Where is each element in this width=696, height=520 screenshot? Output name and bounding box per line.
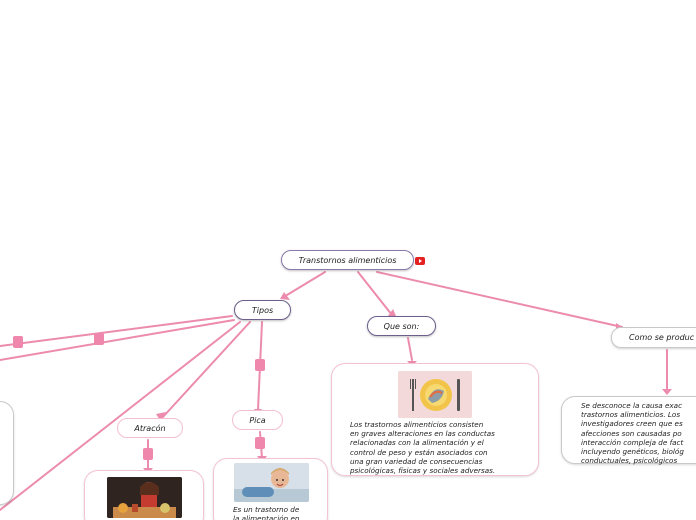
como-se-produce-node[interactable]: Como se produc xyxy=(611,327,696,348)
connector-handle[interactable] xyxy=(255,437,265,449)
tipos-node[interactable]: Tipos xyxy=(234,300,291,320)
connector-root-que-son xyxy=(357,271,393,316)
pica-text: Es un trastorno de la alimentación en xyxy=(233,505,300,520)
root-node-label: Transtornos alimenticios xyxy=(298,255,397,265)
connector-que-son-card xyxy=(407,337,413,361)
plate-with-fork-and-knife-icon xyxy=(398,371,472,418)
que-son-node[interactable]: Que son: xyxy=(367,316,436,336)
youtube-icon[interactable] xyxy=(415,257,425,265)
pica-node[interactable]: Pica xyxy=(232,410,283,430)
arrowhead-tipos xyxy=(280,292,290,300)
connector-tipos-left-lower xyxy=(0,319,235,361)
connector-root-como-se-produce xyxy=(376,271,623,328)
connector-tipos-atracon xyxy=(161,321,251,419)
que-son-node-label: Que son: xyxy=(383,321,420,331)
connector-root-tipos xyxy=(281,271,326,299)
arrowhead-como-card xyxy=(662,389,672,395)
connector-handle[interactable] xyxy=(13,336,23,348)
como-se-produce-card[interactable]: Se desconoce la causa exac trastornos al… xyxy=(561,396,696,466)
arrowhead-atracon xyxy=(156,412,166,420)
tipos-node-label: Tipos xyxy=(251,305,274,315)
connector-tipos-left-upper xyxy=(0,315,233,347)
plate-image xyxy=(398,371,472,418)
que-son-card[interactable]: Los trastornos alimenticios consisten en… xyxy=(331,363,539,476)
connector-handle[interactable] xyxy=(255,359,265,371)
connector-handle[interactable] xyxy=(94,333,104,345)
offscreen-card[interactable] xyxy=(0,401,14,505)
atracon-node[interactable]: Atracón xyxy=(117,418,183,438)
que-son-text: Los trastornos alimenticios consisten en… xyxy=(350,420,496,476)
como-se-produce-node-label: Como se produc xyxy=(629,333,695,342)
atracon-node-label: Atracón xyxy=(134,423,166,433)
arrowhead-que-son xyxy=(388,309,396,316)
pica-image xyxy=(234,463,309,502)
atracon-card[interactable] xyxy=(84,470,204,520)
como-se-produce-text: Se desconoce la causa exac trastornos al… xyxy=(581,401,684,466)
child-lying-on-floor-icon xyxy=(234,463,309,502)
pica-node-label: Pica xyxy=(249,415,266,425)
connector-tipos-bottom-left xyxy=(0,321,241,511)
pica-card[interactable]: Es un trastorno de la alimentación en xyxy=(213,458,328,520)
atracon-image xyxy=(107,477,182,518)
connector-handle[interactable] xyxy=(143,448,153,460)
root-node[interactable]: Transtornos alimenticios xyxy=(281,250,414,270)
woman-eating-food-icon xyxy=(107,477,182,518)
